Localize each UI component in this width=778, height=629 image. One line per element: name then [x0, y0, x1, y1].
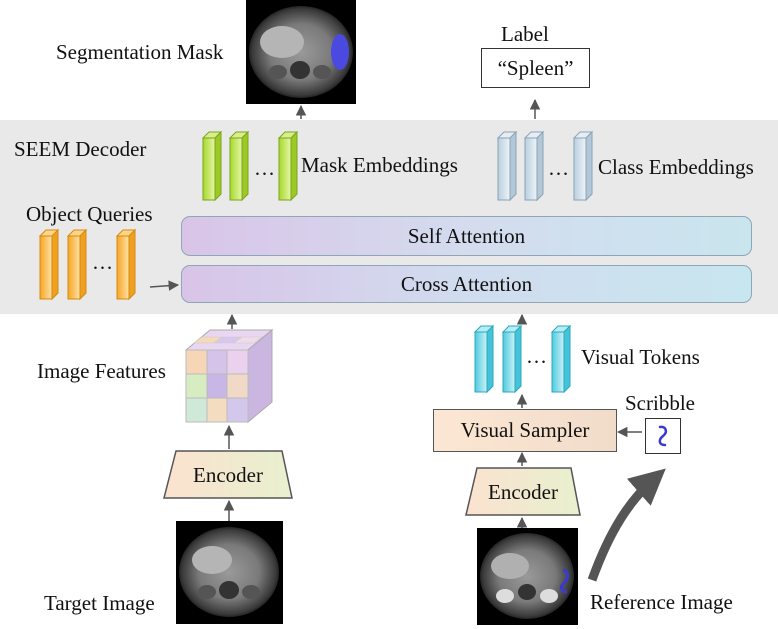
reference-image-label: Reference Image: [590, 590, 733, 614]
seem-decoder-title: SEEM Decoder: [14, 137, 147, 161]
image-features-label: Image Features: [37, 359, 166, 383]
object-queries-label: Object Queries: [26, 202, 153, 226]
visual-token: [501, 324, 523, 394]
object-queries: [38, 228, 137, 301]
class-embedding-token: [572, 130, 594, 202]
class-embeddings: [496, 130, 594, 202]
scribble-icon: [658, 425, 668, 447]
mask-embedding-token: [228, 130, 250, 202]
mask-embedding-token: [201, 130, 223, 202]
segmentation-mask-label: Segmentation Mask: [56, 40, 224, 64]
scribble-box[interactable]: [645, 418, 681, 454]
self-attention-block: Self Attention: [181, 216, 752, 256]
visual-token: [550, 324, 572, 394]
reference-scribble-stroke: [559, 568, 569, 594]
visual-token: [473, 324, 495, 394]
right-encoder-shape: [465, 467, 581, 516]
class-embedding-token: [523, 130, 545, 202]
reference-image: [477, 528, 578, 625]
visual-tokens-ellipsis: …: [526, 344, 547, 368]
mask-embedding-token: [277, 130, 299, 202]
left-encoder-shape: [163, 450, 293, 499]
label-title: Label: [501, 22, 549, 46]
class-embedding-token: [496, 130, 518, 202]
class-embeddings-ellipsis: …: [548, 156, 569, 180]
scribble-label: Scribble: [625, 391, 695, 415]
visual-tokens-label: Visual Tokens: [581, 345, 700, 369]
object-queries-ellipsis: …: [92, 250, 113, 274]
object-query-token: [38, 228, 60, 301]
right-encoder-label: Encoder: [488, 480, 558, 504]
object-query-token: [115, 228, 137, 301]
mask-embeddings: [201, 130, 299, 202]
cross-attention-block: Cross Attention: [181, 265, 752, 303]
left-encoder-label: Encoder: [193, 463, 263, 487]
mask-embeddings-ellipsis: …: [254, 156, 275, 180]
curved-arrow-reference-to-scribble: [587, 468, 666, 582]
image-features-cube: [184, 328, 274, 424]
visual-tokens: [473, 324, 572, 394]
target-image: [176, 521, 283, 624]
label-value-box: “Spleen”: [481, 48, 590, 88]
segmentation-mask-image: [246, 0, 356, 104]
arrow-queries-to-cross-attention: [149, 280, 180, 291]
target-image-label: Target Image: [44, 591, 155, 615]
object-query-token: [66, 228, 88, 301]
mask-embeddings-label: Mask Embeddings: [301, 153, 458, 177]
visual-sampler-box: Visual Sampler: [433, 409, 617, 452]
class-embeddings-label: Class Embeddings: [598, 155, 754, 179]
